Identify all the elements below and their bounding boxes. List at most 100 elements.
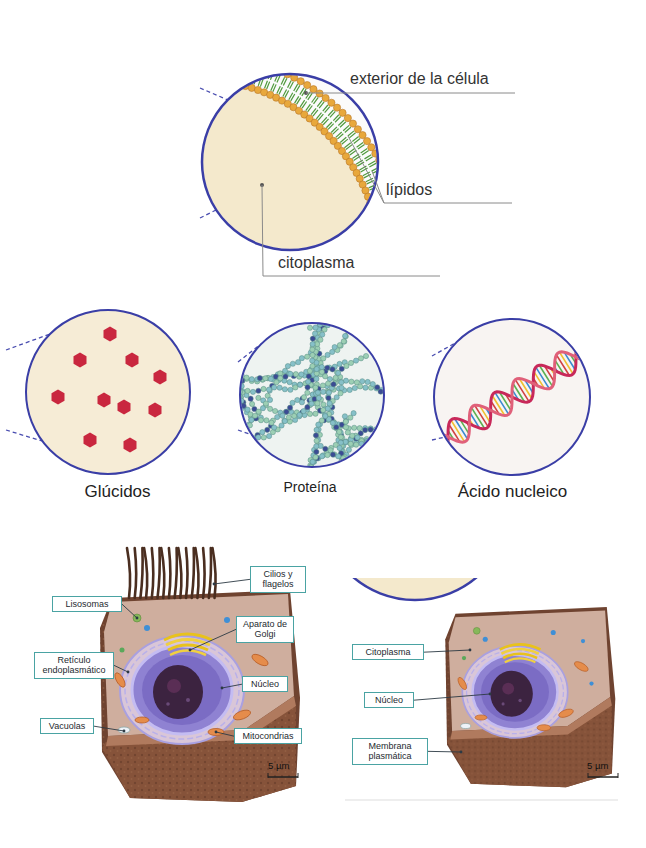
cilium <box>135 548 137 598</box>
lipid-tail <box>354 156 361 160</box>
base-pair <box>455 418 468 439</box>
amino-acid <box>267 433 272 438</box>
amino-acid <box>325 322 330 327</box>
base-pair <box>525 380 533 393</box>
lipid-tail <box>311 108 316 114</box>
zoom-circle <box>330 578 510 600</box>
lipid-head <box>229 79 236 86</box>
lipid-head <box>277 67 284 74</box>
base-pair <box>534 372 544 389</box>
lipid-tail <box>371 191 378 194</box>
amino-acid <box>314 427 319 432</box>
amino-acid <box>338 374 343 379</box>
base-pair <box>512 390 519 401</box>
lipid-tail <box>361 168 368 172</box>
lipid-tail <box>385 261 393 262</box>
lipid-head <box>359 181 366 188</box>
amino-acid <box>325 389 330 394</box>
amino-acid <box>248 414 253 419</box>
lipid-head <box>372 150 379 157</box>
amino-acid <box>363 353 368 358</box>
amino-acid <box>345 430 350 435</box>
amino-acid <box>320 454 325 459</box>
lipid-tail <box>361 148 368 152</box>
amino-acid <box>260 377 265 382</box>
amino-acid <box>314 444 319 449</box>
carbohydrate-zoom <box>6 310 190 474</box>
amino-acid <box>355 435 360 440</box>
amino-acid <box>236 394 241 399</box>
lipid-head <box>344 114 351 121</box>
amino-acid <box>300 396 305 401</box>
amino-acid <box>325 381 330 386</box>
leader-line <box>306 93 515 94</box>
amino-acid <box>318 443 323 448</box>
amino-acid <box>283 409 288 414</box>
lipid-tail <box>356 160 363 164</box>
amino-acid <box>241 405 246 410</box>
lipid-tail <box>391 223 399 225</box>
peptide-chain <box>311 400 347 468</box>
amino-acid <box>333 377 338 382</box>
amino-acid <box>283 374 288 379</box>
lipid-tail <box>239 72 241 80</box>
base-pair <box>460 419 469 433</box>
base-pair <box>427 442 434 454</box>
amino-acid <box>348 436 353 441</box>
base-pair <box>551 368 555 374</box>
scale-tick <box>268 773 269 778</box>
leader-line <box>372 171 384 203</box>
callout-label: Glúcidos <box>40 482 195 502</box>
amino-acid <box>255 379 260 384</box>
lipid-tail <box>331 127 337 133</box>
amino-acid <box>286 415 291 420</box>
base-pair <box>505 394 512 405</box>
amino-acid <box>307 325 312 330</box>
lipid-tail <box>376 204 384 206</box>
lipid-tail <box>389 215 397 217</box>
amino-acid <box>236 399 241 404</box>
base-pair <box>469 419 473 425</box>
amino-acid <box>296 360 301 365</box>
base-pair <box>576 349 583 361</box>
lipid-tail <box>387 208 395 210</box>
amino-acid <box>330 420 335 425</box>
amino-acid <box>293 385 298 390</box>
amino-acid <box>287 419 292 424</box>
label-text: Membrana plasmática <box>356 741 424 762</box>
amino-acid <box>312 459 317 464</box>
label-box: Núcleo <box>364 692 414 708</box>
lipid-head <box>278 97 285 104</box>
scale-bar <box>268 776 298 778</box>
lipid-tail <box>388 211 396 213</box>
lipid-head <box>326 133 333 140</box>
lipid-head <box>339 109 346 116</box>
lipid-tail <box>384 281 392 283</box>
amino-acid <box>310 336 315 341</box>
amino-acid <box>295 397 300 402</box>
lipid-tail <box>179 58 181 66</box>
leader-line <box>216 732 234 736</box>
amino-acid <box>314 360 319 365</box>
amino-acid <box>332 364 337 369</box>
amino-acid <box>315 401 320 406</box>
lipid-head <box>210 76 217 83</box>
lipid-tail <box>372 167 379 171</box>
amino-acid <box>330 452 335 457</box>
leader-line <box>262 185 440 276</box>
amino-acid <box>273 374 278 379</box>
amino-acid <box>255 432 260 437</box>
lipid-head <box>377 277 384 284</box>
amino-acid <box>347 387 352 392</box>
amino-acid <box>330 405 335 410</box>
lipid-head <box>338 147 345 154</box>
amino-acid <box>368 385 373 390</box>
lipid-tail <box>230 60 231 68</box>
amino-acid <box>344 452 349 457</box>
amino-acid <box>323 446 328 451</box>
amino-acid <box>313 355 318 360</box>
lipid-head <box>190 49 197 56</box>
lipid-tail <box>255 67 257 75</box>
lipid-head <box>267 91 274 98</box>
